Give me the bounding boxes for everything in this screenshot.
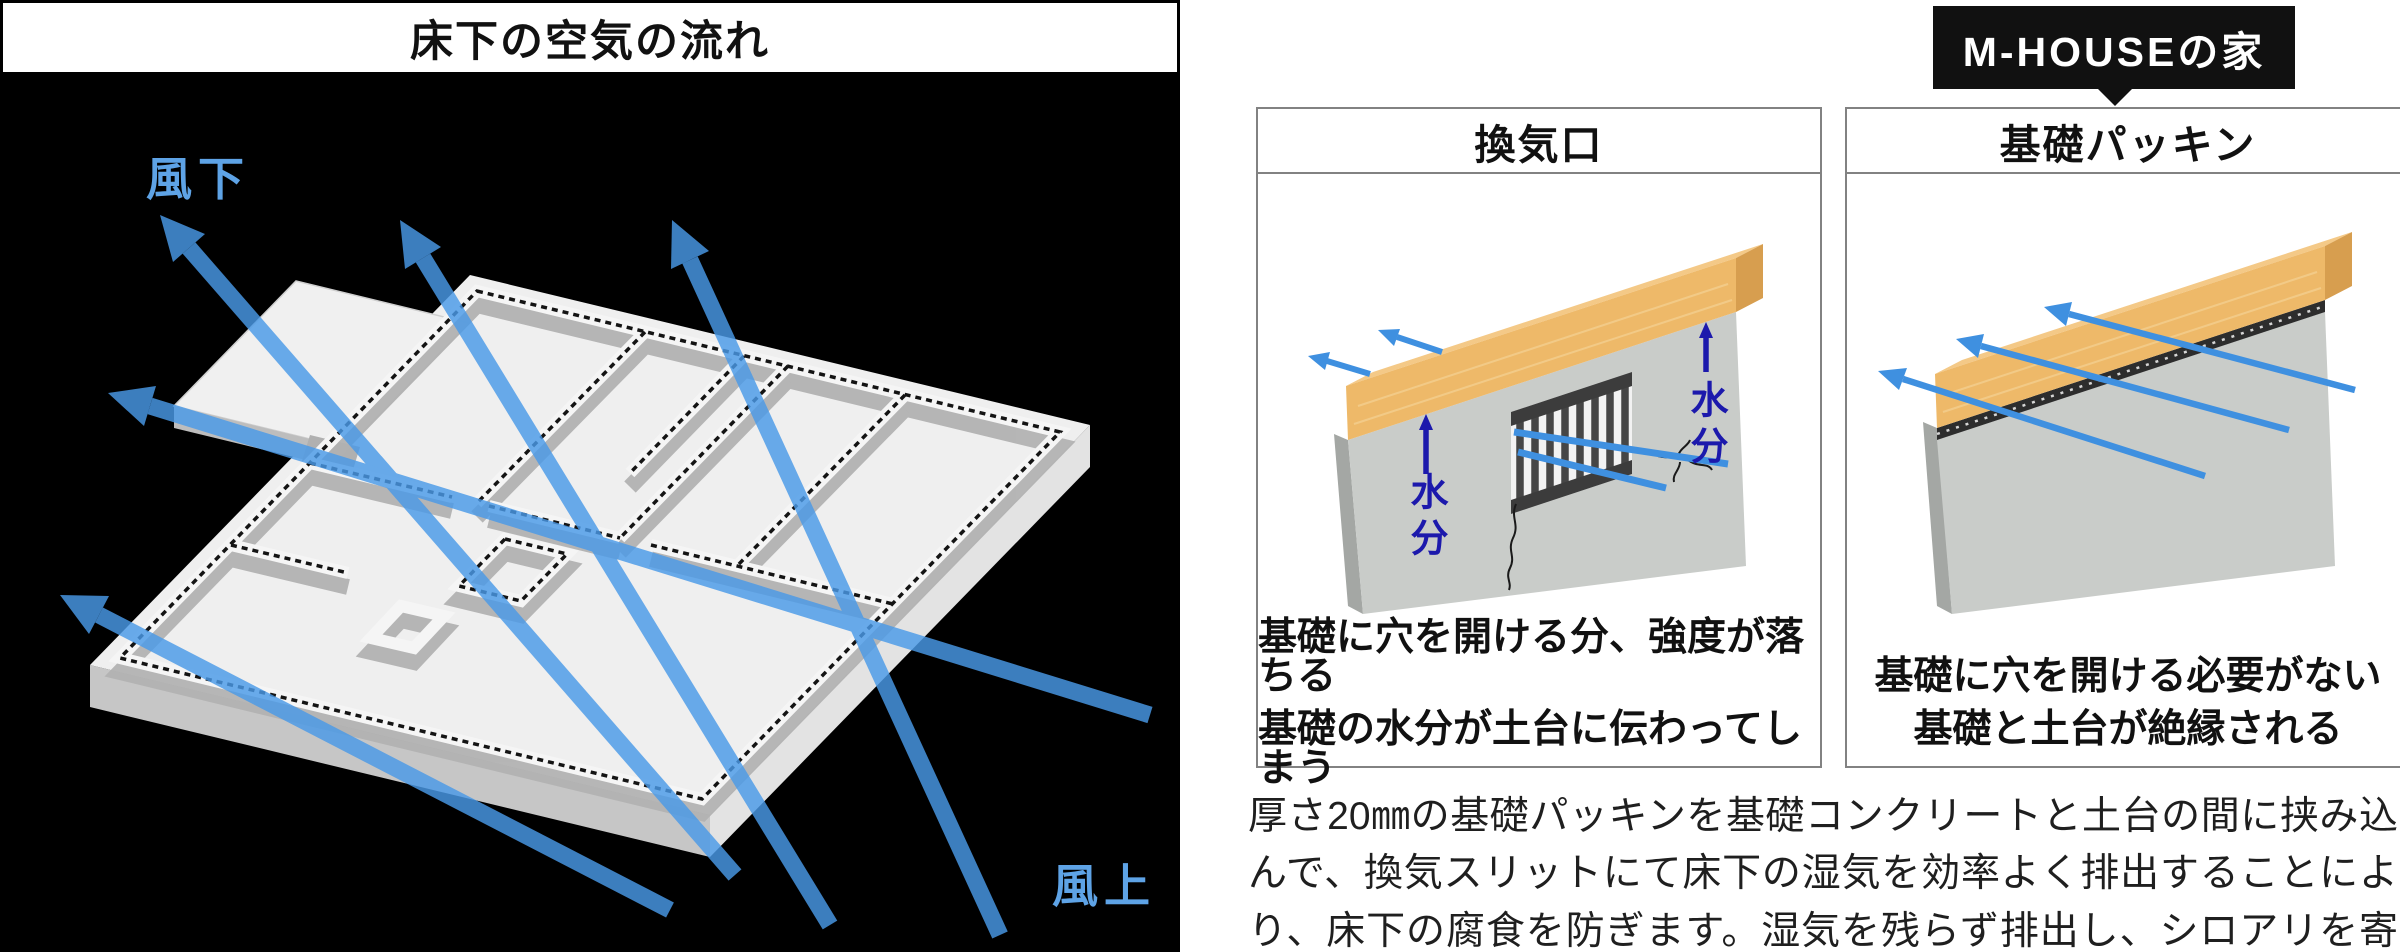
vent-frame-top	[1511, 372, 1632, 426]
vent-caption-line1: 基礎に穴を開ける分、強度が落ちる	[1258, 616, 1805, 698]
wood-sill-top	[1346, 244, 1763, 386]
floor-plan-3d-svg	[60, 215, 1153, 939]
packing-panel-header: 基礎パッキン	[1847, 109, 2400, 174]
wood-grain	[1353, 283, 1733, 425]
wind-arrow	[160, 215, 742, 881]
wind-arrow	[400, 220, 838, 930]
badge-pointer-triangle	[2098, 89, 2132, 106]
foundation-with-packing	[1923, 232, 2352, 614]
vent-panel-caption: 基礎に穴を開ける分、強度が落ちる 基礎の水分が土台に伝わってしまう	[1258, 618, 1820, 788]
moisture-arrows	[1419, 322, 1713, 474]
mhouse-badge-text: M-HOUSEの家	[1962, 28, 2266, 75]
wind-arrow	[108, 386, 1153, 724]
vent-illustration-svg	[1308, 244, 1763, 614]
vent-illustration: 水分 水分	[1258, 174, 1820, 642]
packing-panel-caption: 基礎に穴を開ける必要がない 基礎と土台が絶縁される	[1847, 642, 2400, 764]
packing-illustration-svg	[1878, 232, 2356, 614]
floor-plan-scene: 風下 風上	[0, 75, 1180, 952]
wind-arrow	[671, 220, 1008, 939]
windward-label: 風上	[1052, 860, 1156, 912]
description-text: 厚さ20㎜の基礎パッキンを基礎コンクリートと土台の間に挟み込んで、換気スリットに…	[1248, 795, 2398, 952]
foundation-packing-panel: 基礎パッキン	[1845, 107, 2400, 768]
exit-arrows	[1308, 329, 1443, 377]
vent-caption-line2: 基礎の水分が土台に伝わってしまう	[1258, 708, 1803, 790]
concrete-side-face	[1334, 434, 1363, 614]
packing-caption-line2: 基礎と土台が絶縁される	[1913, 708, 2343, 751]
foundation-with-vent	[1334, 244, 1763, 614]
wood-sill-top	[1935, 232, 2352, 374]
packing-caption-line1: 基礎に穴を開ける必要がない	[1874, 655, 2382, 698]
leeward-label: 風下	[146, 153, 250, 205]
vent-opening-panel: 換気口	[1256, 107, 1822, 788]
packing-airflow-arrows	[1878, 302, 2356, 480]
concrete-front-face	[1937, 312, 2335, 614]
vent-panel-header: 換気口	[1258, 109, 1820, 174]
concrete-side-face	[1923, 422, 1952, 614]
vent-panel-header-text: 換気口	[1474, 121, 1604, 168]
mhouse-badge: M-HOUSEの家	[1933, 6, 2295, 89]
moisture-label-right: 水分	[1684, 380, 1726, 472]
underfloor-airflow-panel: 床下の空気の流れ	[0, 0, 1180, 952]
wood-sill-end	[2325, 232, 2352, 300]
packing-vent-slits	[1936, 304, 2326, 436]
moisture-label-left: 水分	[1404, 472, 1446, 564]
packing-panel-header-text: 基礎パッキン	[1999, 121, 2257, 168]
wood-sill-end	[1736, 244, 1763, 312]
wall-shadows	[104, 296, 1076, 822]
packing-layer	[1937, 300, 2325, 440]
packing-illustration	[1847, 174, 2400, 642]
flow-panel-title: 床下の空気の流れ	[0, 0, 1180, 75]
wind-flow-arrows	[60, 215, 1153, 939]
vent-airflow	[1308, 329, 1729, 492]
wind-arrow	[60, 595, 674, 918]
flow-panel-title-text: 床下の空気の流れ	[410, 17, 770, 66]
